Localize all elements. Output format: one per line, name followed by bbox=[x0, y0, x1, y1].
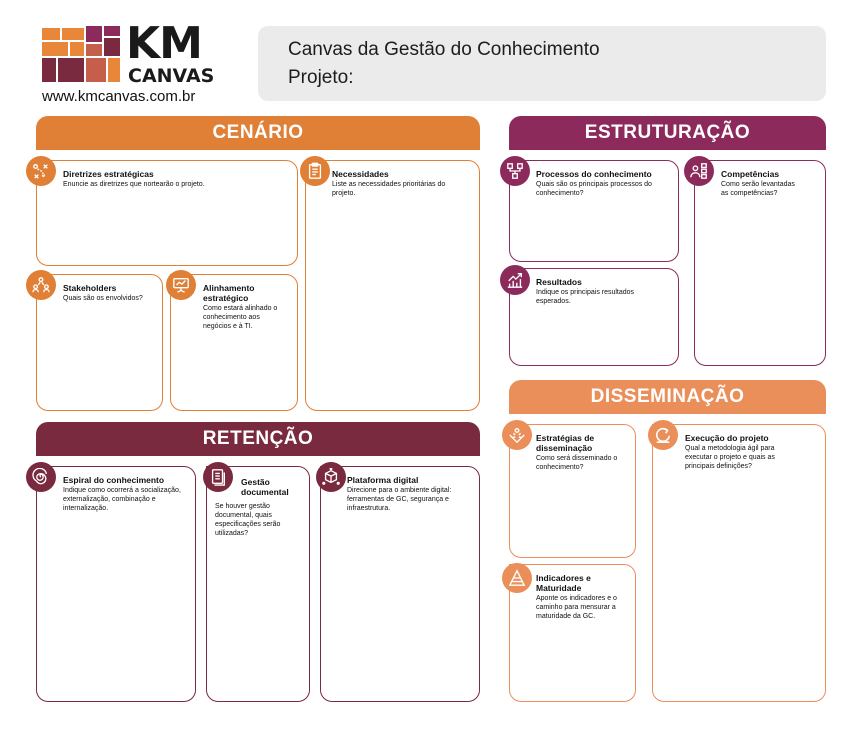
card-description: Como serão levantadas as competências? bbox=[721, 181, 795, 197]
card-title: Necessidades bbox=[332, 169, 389, 179]
card-execucao[interactable]: Execução do projeto Qual a metodologia á… bbox=[652, 424, 826, 702]
card-title: Execução do projeto bbox=[685, 433, 769, 443]
logo-canvas-text: CANVAS bbox=[128, 65, 215, 87]
card-title: Processos do conhecimento bbox=[536, 169, 652, 179]
card-title: Gestão documental bbox=[241, 477, 289, 497]
card-plataforma[interactable]: Plataforma digital Direcione para o ambi… bbox=[320, 466, 480, 702]
card-description: Se houver gestão documental, quais espec… bbox=[215, 503, 281, 537]
people-icon bbox=[26, 270, 56, 300]
project-label[interactable]: Projeto: bbox=[288, 67, 354, 88]
section-retencao: RETENÇÃO bbox=[36, 422, 480, 456]
card-resultados[interactable]: Resultados Indique os principais resulta… bbox=[509, 268, 679, 366]
card-necessidades[interactable]: Necessidades Liste as necessidades prior… bbox=[305, 160, 480, 411]
flowchart-icon bbox=[500, 156, 530, 186]
user-skills-icon bbox=[684, 156, 714, 186]
card-description: Como estará alinhado o conhecimento aos … bbox=[203, 305, 278, 330]
page-title: Canvas da Gestão do Conhecimento bbox=[288, 39, 600, 60]
card-description: Quais são os principais processos do con… bbox=[536, 181, 652, 197]
card-description: Aponte os indicadores e o caminho para m… bbox=[536, 595, 617, 620]
card-competencias[interactable]: Competências Como serão levantadas as co… bbox=[694, 160, 826, 366]
card-description: Como será disseminado o conhecimento? bbox=[536, 455, 618, 471]
card-title: Indicadores e Maturidade bbox=[536, 573, 591, 593]
pyramid-icon bbox=[502, 563, 532, 593]
card-title: Resultados bbox=[536, 277, 582, 287]
strategy-icon bbox=[26, 156, 56, 186]
km-canvas-logo: KM CANVAS www.kmcanvas.com.br bbox=[42, 22, 222, 106]
card-estrategias[interactable]: Estratégias de disseminação Como será di… bbox=[509, 424, 636, 558]
card-alinhamento[interactable]: Alinhamento estratégico Como estará alin… bbox=[170, 274, 298, 411]
spiral-icon bbox=[26, 462, 56, 492]
card-diretrizes[interactable]: Diretrizes estratégicas Enuncie as diret… bbox=[36, 160, 298, 266]
card-description: Indique os principais resultados esperad… bbox=[536, 289, 635, 305]
header-panel: Canvas da Gestão do Conhecimento Projeto… bbox=[258, 26, 826, 101]
card-description: Direcione para o ambiente digital: ferra… bbox=[347, 487, 452, 512]
growth-chart-icon bbox=[500, 265, 530, 295]
hands-icon bbox=[502, 420, 532, 450]
card-title: Stakeholders bbox=[63, 283, 117, 293]
agile-cycle-icon bbox=[648, 420, 678, 450]
cube-network-icon bbox=[316, 462, 346, 492]
card-gestao[interactable]: Gestão documental Se houver gestão docum… bbox=[206, 466, 310, 702]
card-title: Plataforma digital bbox=[347, 475, 419, 485]
card-processos[interactable]: Processos do conhecimento Quais são os p… bbox=[509, 160, 679, 262]
section-cenario: CENÁRIO bbox=[36, 116, 480, 150]
card-description: Indique como ocorrerá a socialização, ex… bbox=[63, 487, 181, 512]
card-title: Competências bbox=[721, 169, 780, 179]
card-stakeholders[interactable]: Stakeholders Quais são os envolvidos? bbox=[36, 274, 163, 411]
card-espiral[interactable]: Espiral do conhecimento Indique como oco… bbox=[36, 466, 196, 702]
card-description: Liste as necessidades prioritárias do pr… bbox=[332, 181, 446, 197]
website-url[interactable]: www.kmcanvas.com.br bbox=[42, 88, 196, 105]
section-estruturacao: ESTRUTURAÇÃO bbox=[509, 116, 826, 150]
section-disseminacao: DISSEMINAÇÃO bbox=[509, 380, 826, 414]
logo-km-text: KM bbox=[126, 18, 203, 69]
card-title: Alinhamento estratégico bbox=[203, 283, 255, 303]
card-title: Espiral do conhecimento bbox=[63, 475, 165, 485]
document-icon bbox=[203, 462, 233, 492]
card-title: Estratégias de disseminação bbox=[536, 433, 595, 453]
card-description: Quais são os envolvidos? bbox=[63, 295, 143, 302]
card-indicadores[interactable]: Indicadores e Maturidade Aponte os indic… bbox=[509, 564, 636, 702]
clipboard-icon bbox=[300, 156, 330, 186]
logo-mosaic bbox=[42, 26, 120, 84]
card-description: Qual a metodologia ágil para executar o … bbox=[685, 445, 775, 470]
card-title: Diretrizes estratégicas bbox=[63, 169, 154, 179]
card-description: Enuncie as diretrizes que nortearão o pr… bbox=[63, 181, 205, 188]
presentation-icon bbox=[166, 270, 196, 300]
